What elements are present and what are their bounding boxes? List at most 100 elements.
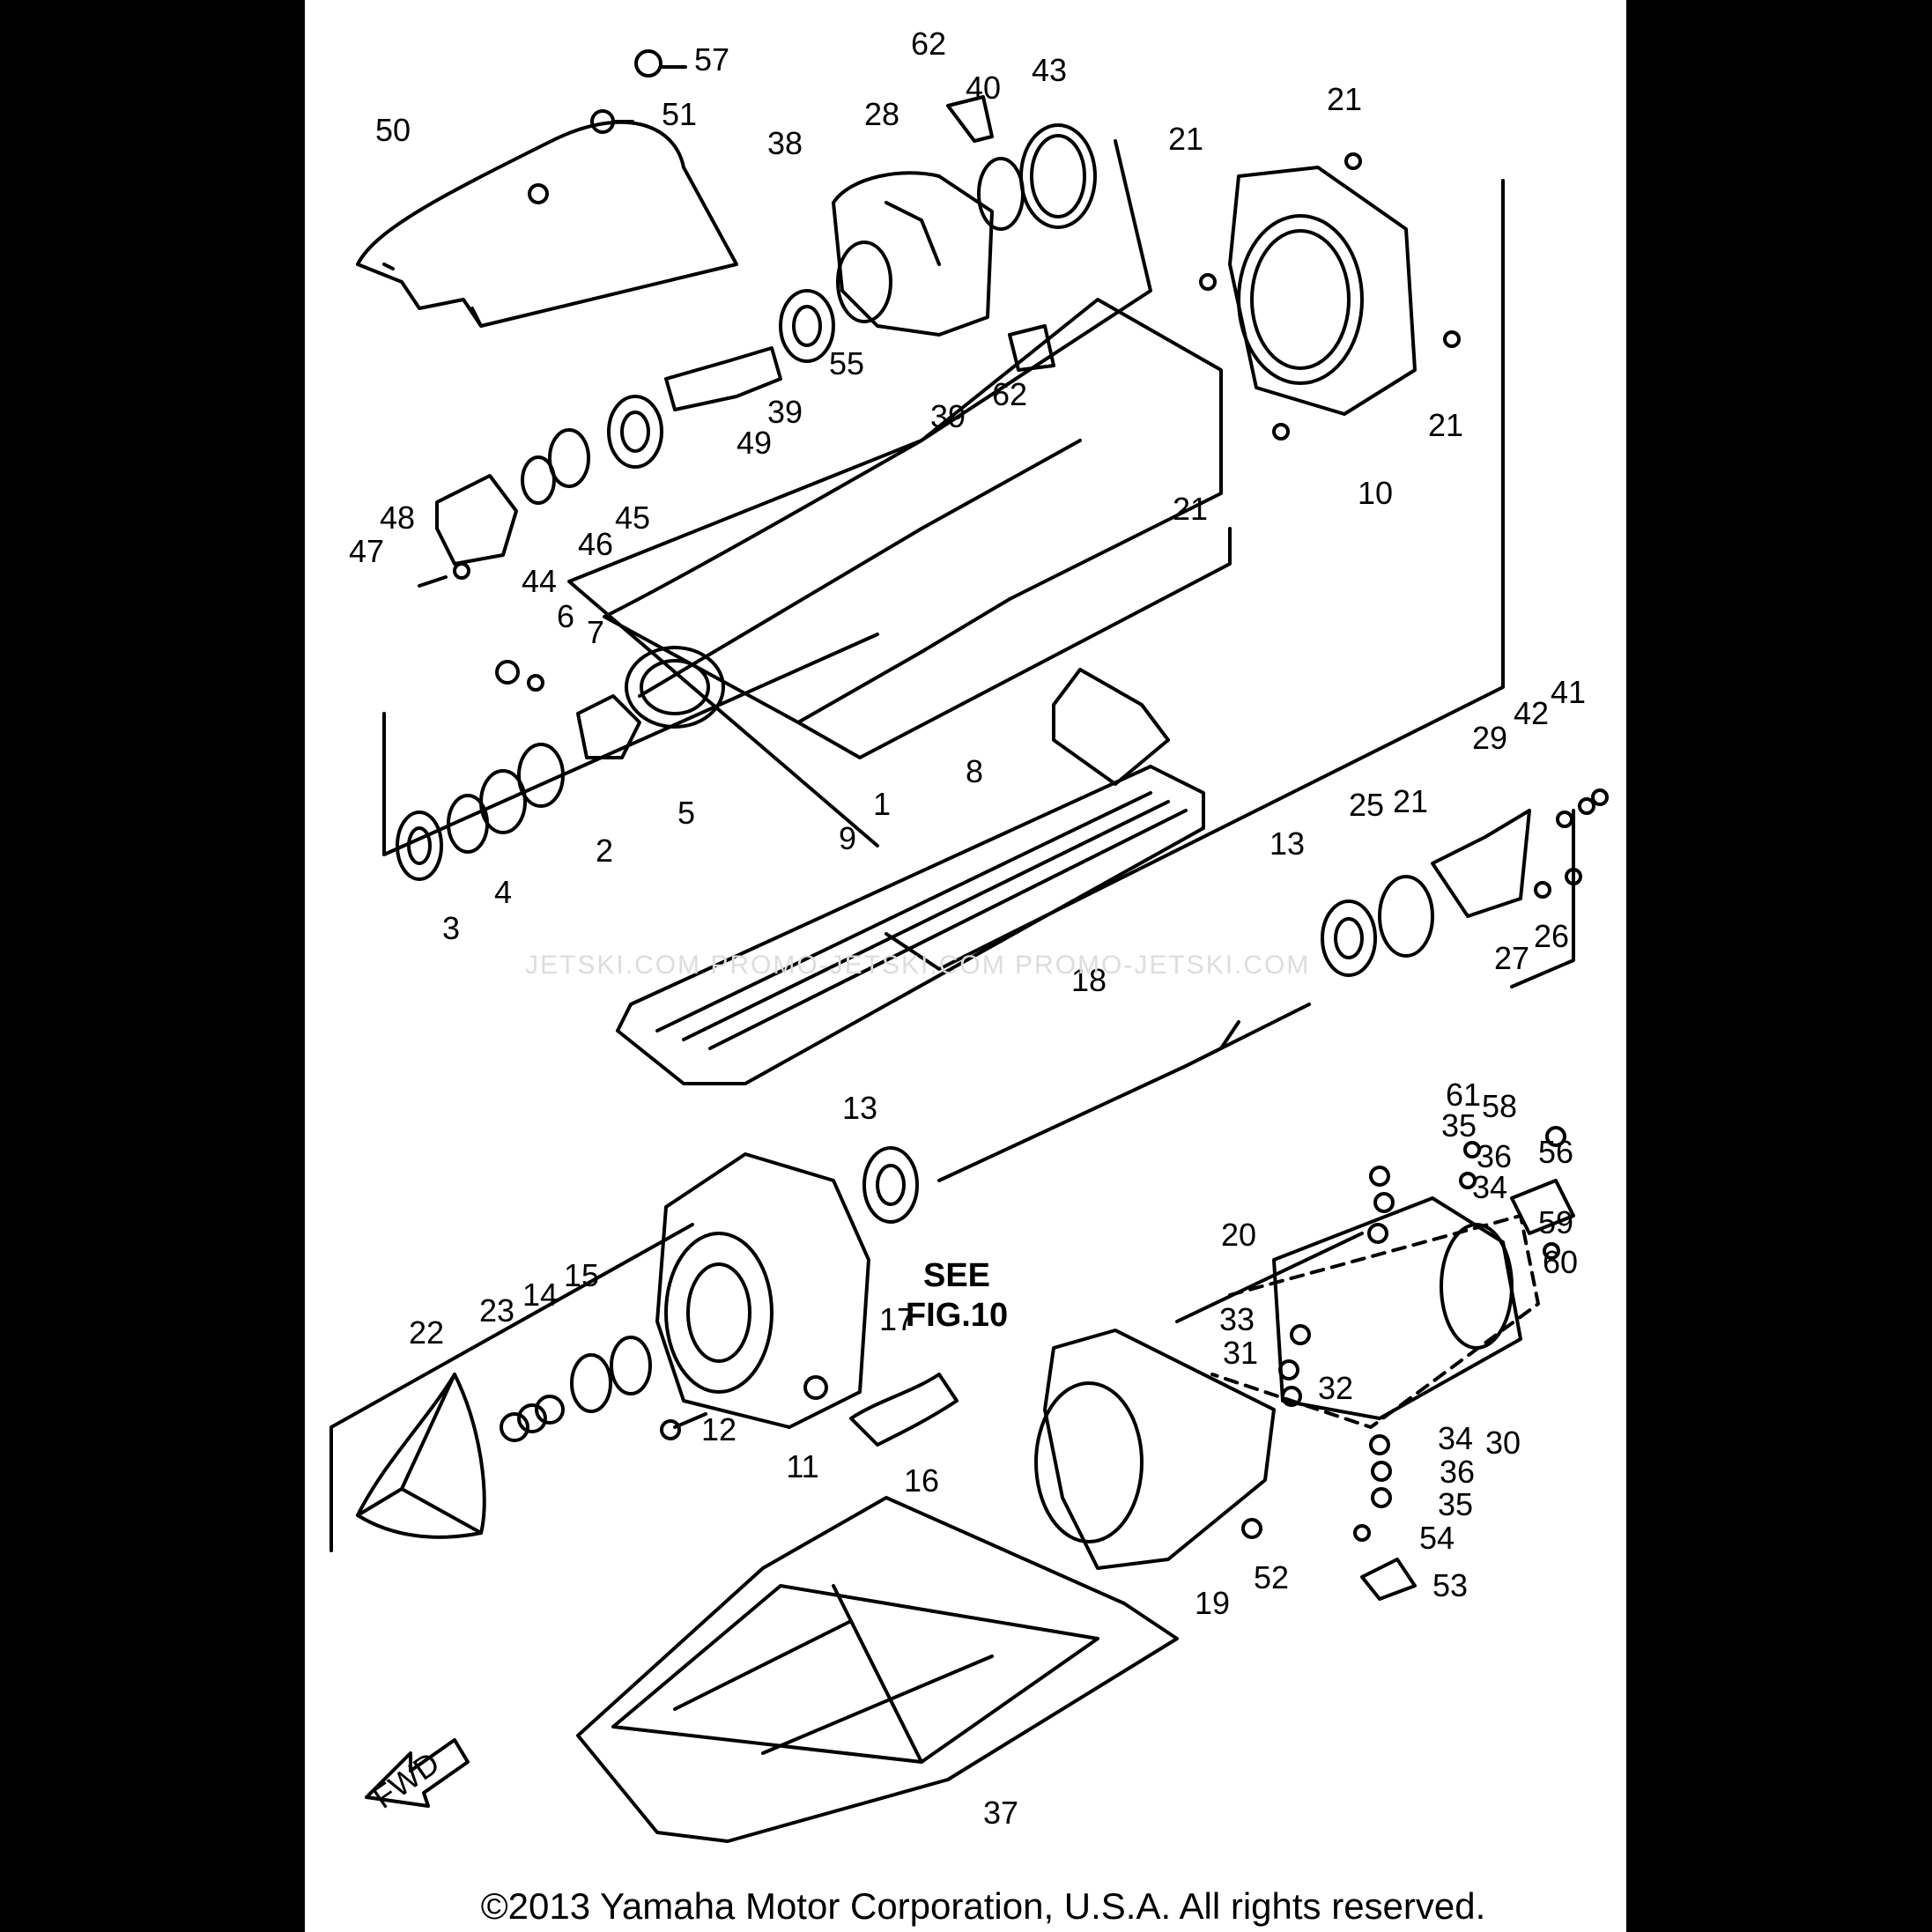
exploded-parts-diagram: 1234567891011121314151617181920212223252… xyxy=(329,26,1609,1843)
callout-47: 47 xyxy=(349,533,384,569)
intake-grate-37 xyxy=(576,1496,1179,1843)
pump-body-38 xyxy=(832,171,994,337)
callout-11: 11 xyxy=(786,1448,818,1484)
drive-shaft-18 xyxy=(937,1003,1311,1182)
callout-62: 62 xyxy=(992,376,1027,412)
impeller-22 xyxy=(356,1373,486,1539)
callout-36: 36 xyxy=(1440,1454,1475,1490)
callout-13: 13 xyxy=(1269,825,1305,862)
callout-42: 42 xyxy=(1514,695,1549,731)
seal-43 xyxy=(1019,123,1097,229)
callout-14: 14 xyxy=(522,1277,558,1313)
callout-15: 15 xyxy=(564,1257,599,1293)
o-ring-40 xyxy=(977,157,1025,231)
callout-46: 46 xyxy=(578,526,613,562)
callout-48: 48 xyxy=(380,500,415,536)
callout-61: 61 xyxy=(1446,1077,1481,1113)
intake-duct-1 xyxy=(603,298,1232,759)
callout-5: 5 xyxy=(677,795,695,831)
callout-25: 25 xyxy=(1349,787,1384,823)
callout-8: 8 xyxy=(966,753,983,789)
callout-30: 30 xyxy=(1485,1425,1521,1461)
callout-9: 9 xyxy=(839,820,856,856)
see-note-line1: SEE xyxy=(923,1257,990,1294)
plate-8 xyxy=(1052,668,1170,786)
callout-18: 18 xyxy=(1071,962,1107,998)
cap-44 xyxy=(435,474,518,566)
nozzle-5 xyxy=(576,694,641,759)
callout-39: 39 xyxy=(767,394,803,430)
callout-21: 21 xyxy=(1168,121,1203,157)
callout-52: 52 xyxy=(1254,1559,1289,1595)
callout-2: 2 xyxy=(596,833,613,869)
callout-58: 58 xyxy=(1482,1088,1517,1124)
callout-56: 56 xyxy=(1538,1134,1573,1170)
callout-44: 44 xyxy=(522,563,557,599)
callout-35: 35 xyxy=(1441,1107,1477,1144)
callout-13: 13 xyxy=(842,1090,877,1126)
screw-57 xyxy=(634,49,687,78)
lower-assembly-frame xyxy=(329,1223,694,1552)
see-note-line2: FIG.10 xyxy=(906,1297,1008,1334)
callout-36: 36 xyxy=(1477,1138,1512,1174)
callout-51: 51 xyxy=(662,96,697,132)
cover-50 xyxy=(356,120,738,328)
callout-7: 7 xyxy=(587,614,604,650)
callout-49: 49 xyxy=(737,425,772,461)
callout-17: 17 xyxy=(879,1301,914,1337)
callout-43: 43 xyxy=(1032,52,1067,88)
callout-22: 22 xyxy=(409,1314,444,1351)
callout-60: 60 xyxy=(1543,1244,1578,1280)
impeller-housing-11 xyxy=(655,1152,870,1429)
callout-35: 35 xyxy=(1438,1486,1473,1522)
callout-38: 38 xyxy=(767,125,803,161)
callout-33: 33 xyxy=(1219,1301,1255,1337)
copyright-notice: ©2013 Yamaha Motor Corporation, U.S.A. A… xyxy=(480,1885,1486,1927)
callout-21: 21 xyxy=(1393,783,1428,819)
callout-3: 3 xyxy=(442,910,460,946)
callout-21: 21 xyxy=(1173,491,1208,527)
callout-54: 54 xyxy=(1419,1520,1455,1556)
callout-32: 32 xyxy=(1318,1370,1353,1406)
steering-nozzle-30 xyxy=(1210,1196,1540,1429)
callout-45: 45 xyxy=(615,500,650,536)
upper-assembly-frame xyxy=(382,139,1505,971)
shaft-49 xyxy=(664,346,782,411)
callout-20: 20 xyxy=(1221,1217,1256,1253)
callout-37: 37 xyxy=(983,1795,1018,1831)
callout-31: 31 xyxy=(1223,1335,1258,1371)
grate-9 xyxy=(616,765,1205,1085)
callout-55: 55 xyxy=(829,345,864,381)
callout-41: 41 xyxy=(1551,674,1586,710)
callout-26: 26 xyxy=(1534,918,1569,954)
callout-12: 12 xyxy=(701,1411,737,1447)
callout-53: 53 xyxy=(1432,1567,1468,1603)
rod-20 xyxy=(1175,1232,1364,1323)
callout-62: 62 xyxy=(911,26,946,62)
callout-50: 50 xyxy=(375,112,411,148)
callout-34: 34 xyxy=(1438,1420,1473,1456)
callout-10: 10 xyxy=(1358,475,1393,511)
callout-28: 28 xyxy=(864,96,899,132)
callout-57: 57 xyxy=(694,41,729,78)
nozzle-19 xyxy=(1034,1329,1276,1570)
callout-34: 34 xyxy=(1472,1169,1507,1205)
callout-21: 21 xyxy=(1327,81,1362,117)
screw-51 xyxy=(590,109,634,134)
fwd-arrow-icon xyxy=(365,1738,470,1808)
callout-1: 1 xyxy=(873,786,891,822)
callout-23: 23 xyxy=(479,1292,514,1329)
callout-16: 16 xyxy=(904,1462,939,1499)
callout-29: 29 xyxy=(1472,720,1507,756)
housing-10 xyxy=(1228,166,1417,416)
callout-59: 59 xyxy=(1538,1204,1573,1240)
callout-39: 39 xyxy=(930,398,966,434)
callout-27: 27 xyxy=(1494,940,1529,976)
clip-62 xyxy=(946,95,1055,372)
callout-40: 40 xyxy=(966,70,1001,106)
hose-16 xyxy=(849,1373,959,1447)
callout-19: 19 xyxy=(1195,1585,1230,1621)
callout-6: 6 xyxy=(557,598,574,634)
